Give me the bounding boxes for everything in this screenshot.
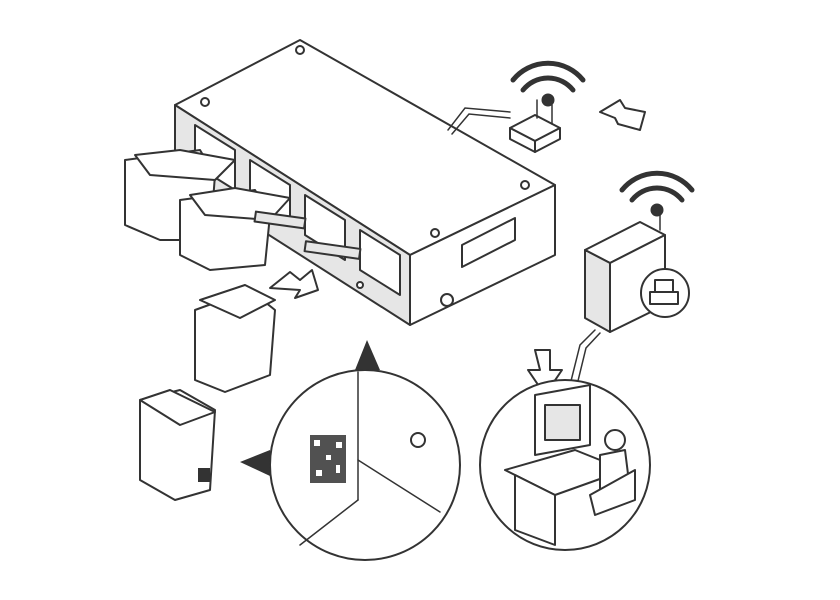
battery-pack-icon bbox=[124, 149, 362, 501]
wifi-icon bbox=[510, 60, 695, 217]
charging-station-icon bbox=[174, 39, 556, 326]
operator-workstation-icon bbox=[479, 379, 651, 551]
printer-icon bbox=[640, 268, 690, 318]
qr-code-icon bbox=[269, 369, 461, 561]
arrow-icon bbox=[240, 450, 270, 476]
arrow-icon bbox=[355, 340, 380, 370]
arrow-icon bbox=[269, 269, 319, 299]
arrow-icon bbox=[599, 99, 646, 131]
router-icon bbox=[509, 99, 561, 153]
